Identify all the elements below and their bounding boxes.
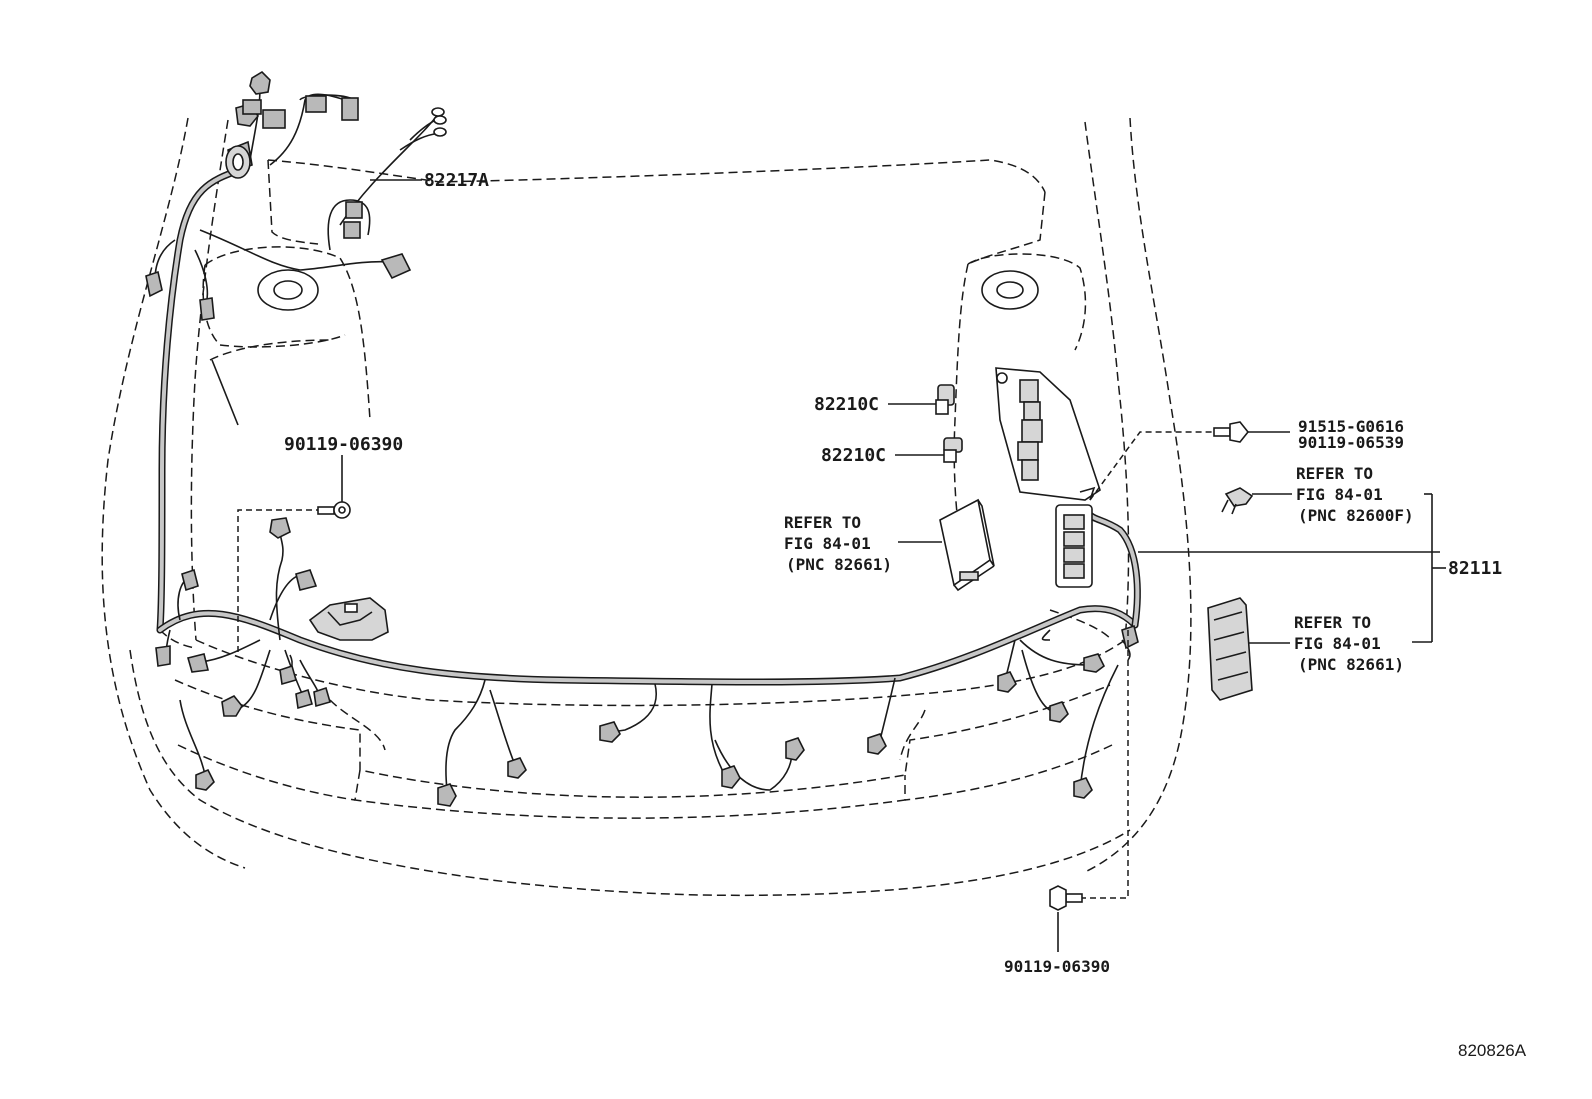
label-ref-right-lower-3: (PNC 82661) bbox=[1298, 655, 1404, 674]
label-ref-right-lower-2: FIG 84-01 bbox=[1294, 634, 1381, 653]
bolt-left-icon bbox=[317, 501, 351, 519]
main-engine-room-harness bbox=[156, 166, 1141, 686]
left-junction-bracket bbox=[308, 597, 389, 641]
fuse-block-connector-icon bbox=[1055, 504, 1093, 588]
label-82217A: 82217A bbox=[424, 170, 490, 191]
label-ref-right-lower-1: REFER TO bbox=[1294, 613, 1372, 632]
harness-connectors bbox=[145, 70, 1139, 807]
relay-lower-icon bbox=[943, 437, 963, 463]
harness-grommet bbox=[225, 145, 251, 179]
sensor-connector-icon bbox=[1221, 487, 1254, 515]
diagram-id: 820826A bbox=[1458, 1041, 1527, 1060]
label-bolt-right-bottom: 90119-06390 bbox=[1004, 957, 1110, 976]
label-relay-lower: 82210C bbox=[821, 445, 887, 466]
leader-lines bbox=[341, 179, 1446, 952]
label-clip-upper-1: 91515-G0616 bbox=[1298, 417, 1404, 436]
label-ref-center-3: (PNC 82661) bbox=[786, 555, 892, 574]
engine-control-module-icon bbox=[939, 498, 995, 592]
relay-upper-icon bbox=[935, 384, 955, 415]
label-ref-center-1: REFER TO bbox=[784, 513, 862, 532]
fuse-relay-block-icon bbox=[995, 367, 1101, 501]
strut-mount-right bbox=[981, 270, 1039, 310]
strut-mount-left bbox=[257, 269, 319, 311]
label-ref-right-upper-1: REFER TO bbox=[1296, 464, 1374, 483]
bolt-right-bottom-icon bbox=[1049, 885, 1083, 911]
label-clip-upper-2: 90119-06539 bbox=[1298, 433, 1404, 452]
clip-upper-icon bbox=[1213, 421, 1250, 443]
fuse-box-module-icon bbox=[1207, 597, 1253, 701]
label-ref-right-upper-3: (PNC 82600F) bbox=[1298, 506, 1414, 525]
label-relay-upper: 82210C bbox=[814, 394, 880, 415]
vehicle-body-outline bbox=[101, 117, 1192, 897]
clip-upper-guide bbox=[1089, 431, 1214, 501]
label-main-harness: 82111 bbox=[1448, 558, 1503, 579]
label-ref-right-upper-2: FIG 84-01 bbox=[1296, 485, 1383, 504]
label-ref-center-2: FIG 84-01 bbox=[784, 534, 871, 553]
label-bolt-left: 90119-06390 bbox=[284, 434, 404, 455]
bolt-left-guide bbox=[237, 509, 322, 655]
